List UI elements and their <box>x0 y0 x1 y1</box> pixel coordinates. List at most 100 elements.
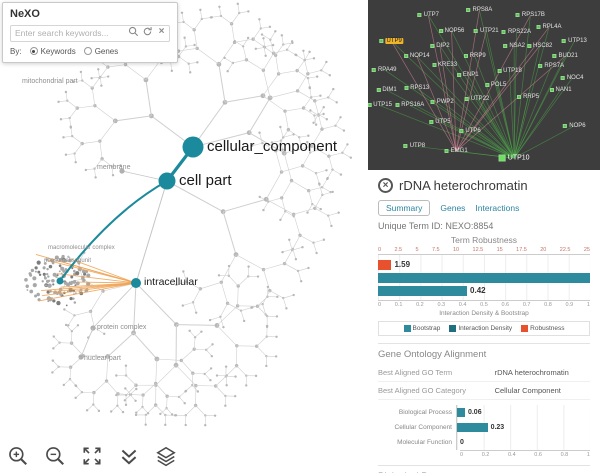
zoom-out-button[interactable] <box>43 444 67 468</box>
bar-row-robustness: 1.59 <box>378 258 590 271</box>
gene-DIM1[interactable]: DIM1 <box>376 87 397 93</box>
gene-NOP6[interactable]: NOP6 <box>563 123 586 129</box>
gene-node-dot <box>552 54 557 59</box>
gene-PWP2[interactable]: PWP2 <box>430 99 454 105</box>
search-icon[interactable] <box>128 26 139 37</box>
node-label-intracellular[interactable]: intracellular <box>144 276 198 288</box>
gene-RPA49[interactable]: RPA49 <box>371 66 397 73</box>
node-label-nuclear-part[interactable]: nuclear part <box>84 355 121 362</box>
legend-swatch <box>521 325 529 332</box>
zoom-out-icon <box>46 447 64 465</box>
legend-item-bootstrap: Bootstrap <box>403 325 441 332</box>
gene-label: RPS7A <box>544 63 565 70</box>
clear-icon[interactable]: × <box>158 26 165 37</box>
gene-NOP56[interactable]: NOP56 <box>438 28 464 34</box>
legend-label: Bootstrap <box>412 325 441 332</box>
gene-node-dot <box>562 38 567 43</box>
gene-RPS13[interactable]: RPS13 <box>404 85 429 91</box>
gene-RPS22A[interactable]: RPS22A <box>501 29 531 35</box>
node-intracellular[interactable] <box>131 278 141 288</box>
gene-label: NSA2 <box>509 42 525 49</box>
node-cell-part[interactable] <box>158 172 176 190</box>
unique-term-id-label: Unique Term ID: <box>378 221 443 231</box>
gene-RPS16A[interactable]: RPS16A <box>395 102 424 108</box>
zoom-in-button[interactable] <box>6 444 30 468</box>
gene-UTP18[interactable]: UTP18 <box>497 68 522 74</box>
node-label-cellular-component[interactable]: cellular_component <box>207 138 338 155</box>
go-row-label: Best Aligned GO Term <box>378 368 453 377</box>
axis-tick: 0.9 <box>565 302 574 308</box>
tab-interactions[interactable]: Interactions <box>475 203 520 213</box>
node-label-membrane[interactable]: membrane <box>97 164 131 171</box>
gene-RRP5[interactable]: RRP5 <box>517 94 539 100</box>
go-alignment-heading: Gene Ontology Alignment <box>378 343 590 360</box>
close-icon[interactable]: × <box>378 178 393 193</box>
radio-genes[interactable]: Genes <box>83 46 119 56</box>
gene-UTP8[interactable]: UTP8 <box>403 143 425 149</box>
gene-label: UTP15 <box>373 102 392 109</box>
gene-RPS17B[interactable]: RPS17B <box>515 12 545 18</box>
axis-tick: 0 <box>460 452 464 458</box>
detail-tabs: Summary Genes Interactions <box>378 200 590 216</box>
node-label-cell-part[interactable]: cell part <box>179 172 232 189</box>
node-cellular-component[interactable] <box>182 136 204 158</box>
gene-NSA2[interactable]: NSA2 <box>503 43 525 49</box>
gene-node-dot <box>404 86 409 91</box>
expand-levels-button[interactable] <box>117 444 141 468</box>
layers-button[interactable] <box>154 444 178 468</box>
tab-genes[interactable]: Genes <box>440 203 466 213</box>
gene-RRP9[interactable]: RRP9 <box>463 53 486 59</box>
gene-RPS7A[interactable]: RPS7A <box>538 63 564 69</box>
gene-POL5[interactable]: POL5 <box>484 82 506 88</box>
tab-summary[interactable]: Summary <box>378 200 431 216</box>
gene-UTP22[interactable]: UTP22 <box>464 96 489 102</box>
gene-UTP10[interactable]: UTP10 <box>498 154 530 162</box>
gene-UTP15[interactable]: UTP15 <box>368 102 392 108</box>
gene-HSC82[interactable]: HSC82 <box>527 43 552 49</box>
axis-tick: 2.5 <box>394 247 403 253</box>
gene-BUD21[interactable]: BUD21 <box>552 53 578 59</box>
legend-swatch <box>449 325 457 332</box>
gene-RPS8A[interactable]: RPS8A <box>466 7 492 13</box>
gene-label: PWP2 <box>436 99 454 105</box>
reset-glyph <box>143 27 152 36</box>
ontology-tree-canvas <box>24 2 353 427</box>
gene-DIP2[interactable]: DIP2 <box>430 43 450 49</box>
node-label-macromolecular-complex[interactable]: macromolecular complex <box>48 245 115 251</box>
gene-EMG1[interactable]: EMG1 <box>444 148 468 154</box>
gene-UTP6[interactable]: UTP6 <box>459 128 481 134</box>
gene-UTP9[interactable]: UTP9 <box>379 37 403 44</box>
radio-keywords[interactable]: Keywords <box>29 47 76 56</box>
gene-ENP1[interactable]: ENP1 <box>456 72 479 78</box>
gene-UTP5[interactable]: UTP5 <box>429 119 451 125</box>
gene-node-dot <box>538 64 543 69</box>
axis-tick: 0.6 <box>501 302 510 308</box>
reset-icon[interactable] <box>142 26 153 37</box>
radio-genes-label: Genes <box>94 46 119 56</box>
gene-label: RPA49 <box>377 66 397 73</box>
gene-KRE33[interactable]: KRE33 <box>432 62 457 68</box>
fit-screen-button[interactable] <box>80 444 104 468</box>
gene-NOC4[interactable]: NOC4 <box>560 75 583 81</box>
gene-UTP21[interactable]: UTP21 <box>473 28 499 34</box>
gene-node-dot <box>403 54 408 59</box>
node-label-mitochondrial-part[interactable]: mitochondrial part <box>22 78 78 85</box>
gene-node-dot <box>376 88 381 93</box>
gene-node-dot <box>517 94 522 99</box>
node-label-ribosomal-subunit[interactable]: ribosomal subunit <box>44 258 92 264</box>
gene-UTP7[interactable]: UTP7 <box>417 12 439 18</box>
node-label-protein-complex[interactable]: protein complex <box>97 324 147 331</box>
gene-NOP14[interactable]: NOP14 <box>403 53 430 59</box>
gene-RPL4A[interactable]: RPL4A <box>536 24 561 30</box>
gene-label: UTP13 <box>568 37 587 44</box>
gene-UTP13[interactable]: UTP13 <box>562 38 587 44</box>
gene-node-dot <box>497 69 502 74</box>
axis-tick: 22.5 <box>559 247 571 253</box>
unique-term-id-value: NEXO:8854 <box>445 221 494 231</box>
gene-NAN1[interactable]: NAN1 <box>549 87 572 93</box>
legend-swatch <box>403 325 411 332</box>
